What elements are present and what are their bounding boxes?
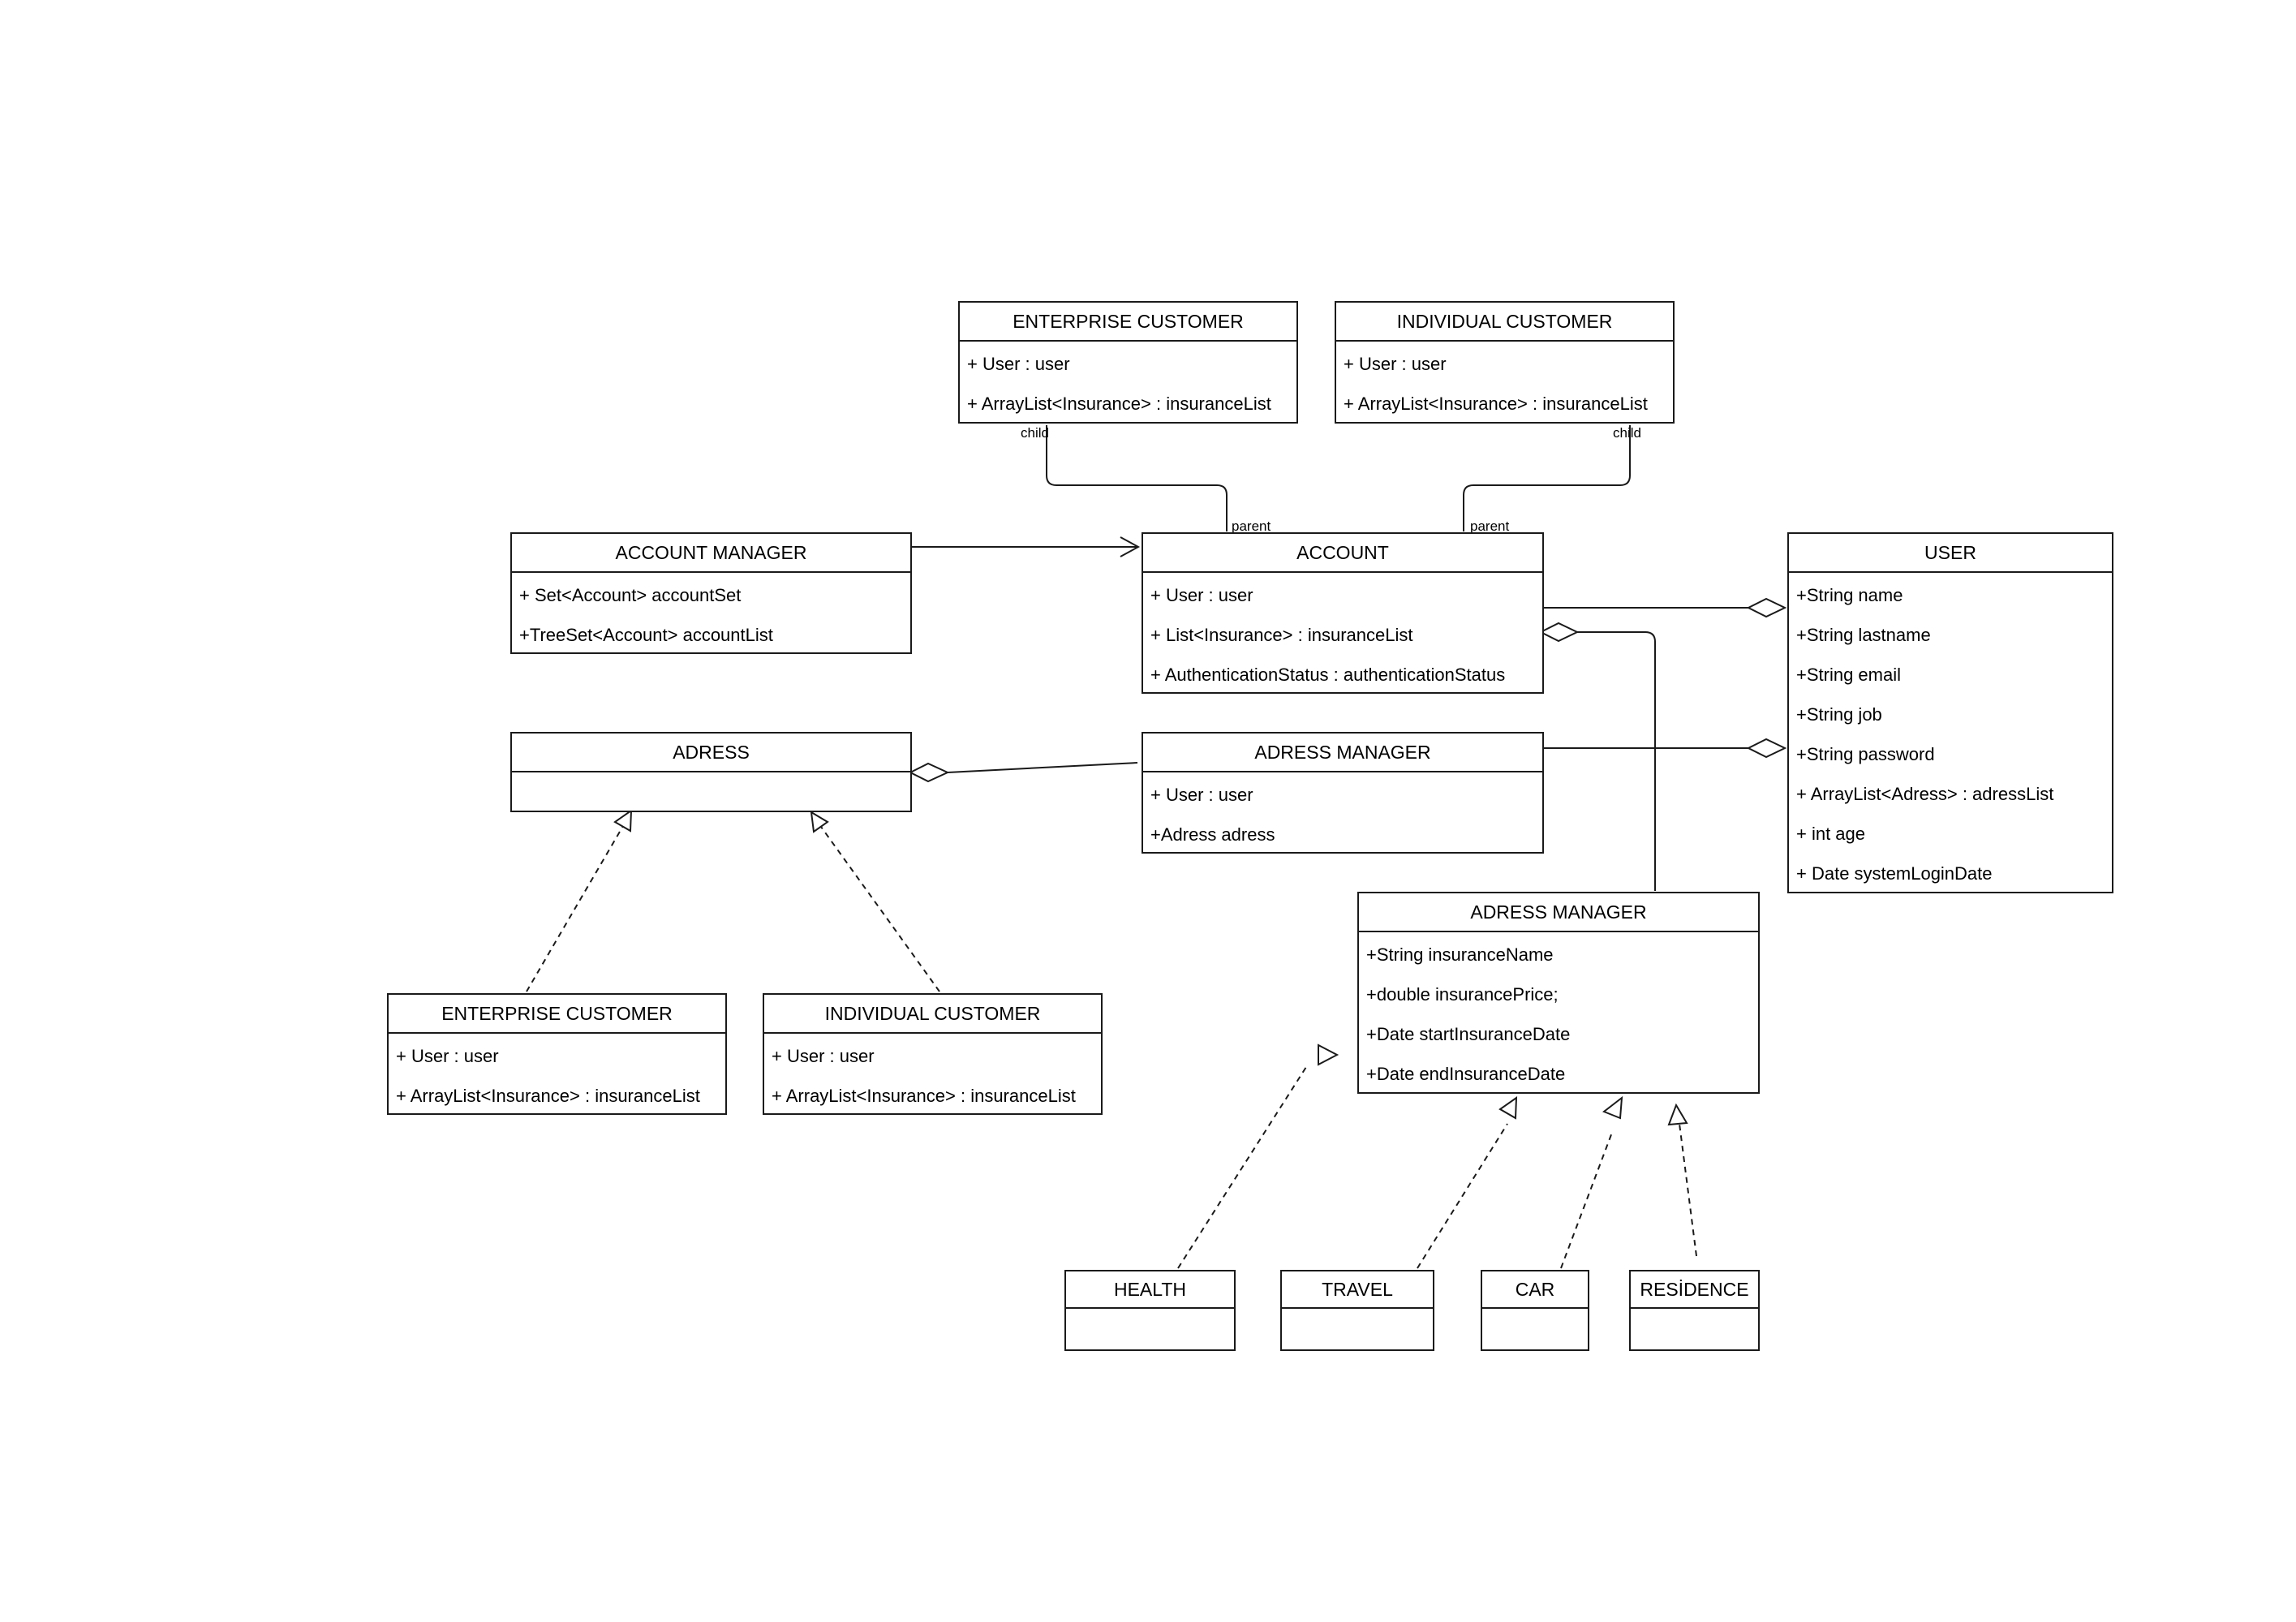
attribute: + List<Insurance> : insuranceList	[1150, 625, 1413, 645]
role-label-child: child	[1613, 425, 1641, 441]
class-residence[interactable]: RESİDENCE	[1629, 1270, 1760, 1351]
attribute: +String insuranceName	[1366, 944, 1554, 965]
attribute: + User : user	[1150, 785, 1253, 805]
role-label-child: child	[1021, 425, 1049, 441]
attribute: + ArrayList<Insurance> : insuranceList	[1344, 394, 1648, 414]
realization-arrowhead-travel	[1498, 1096, 1518, 1120]
attribute: + ArrayList<Insurance> : insuranceList	[772, 1086, 1076, 1106]
class-name: TRAVEL	[1282, 1271, 1433, 1309]
aggregation-line-adress-adressmanager	[947, 762, 1138, 773]
role-label-parent: parent	[1470, 518, 1510, 534]
realization-line-travel	[1417, 1123, 1508, 1269]
realization-arrowhead-health	[1318, 1043, 1339, 1066]
class-name: ADRESS	[512, 734, 910, 772]
attribute: +String password	[1796, 744, 1935, 764]
aggregation-diamond-user-account	[1746, 597, 1787, 618]
class-adress-manager[interactable]: ADRESS MANAGER + User : user +Adress adr…	[1142, 732, 1544, 854]
aggregation-diamond-adress	[908, 762, 950, 783]
realization-line-residence	[1679, 1123, 1697, 1257]
aggregation-line-account-insurance	[1577, 631, 1656, 891]
realization-arrowhead-car	[1602, 1095, 1623, 1120]
attribute: + User : user	[1344, 354, 1447, 374]
class-enterprise-customer[interactable]: ENTERPRISE CUSTOMER + User : user + Arra…	[958, 301, 1298, 424]
realization-line-health	[1177, 1066, 1307, 1269]
attribute: + int age	[1796, 824, 1866, 844]
realization-arrowhead-individual-adress	[810, 811, 829, 833]
aggregation-diamond-account-insurance	[1538, 622, 1580, 643]
class-individual-customer[interactable]: INDIVIDUAL CUSTOMER + User : user + Arra…	[763, 993, 1103, 1115]
attribute: + ArrayList<Adress> : adressList	[1796, 784, 2054, 804]
attribute: +String email	[1796, 665, 1902, 685]
class-name: ADRESS MANAGER	[1359, 893, 1758, 932]
class-name: RESİDENCE	[1631, 1271, 1758, 1309]
attribute: +TreeSet<Account> accountList	[519, 625, 773, 645]
attribute: +Date endInsuranceDate	[1366, 1064, 1566, 1084]
class-insurance-adress-manager[interactable]: ADRESS MANAGER +String insuranceName +do…	[1357, 892, 1760, 1094]
attribute: +String lastname	[1796, 625, 1931, 645]
class-travel[interactable]: TRAVEL	[1280, 1270, 1434, 1351]
inheritance-line-enterprise-account	[1046, 425, 1228, 531]
attribute: + Date systemLoginDate	[1796, 863, 1993, 884]
class-account[interactable]: ACCOUNT + User : user + List<Insurance> …	[1142, 532, 1544, 694]
attribute: + Set<Account> accountSet	[519, 585, 742, 605]
attribute: +String job	[1796, 704, 1882, 725]
class-user[interactable]: USER +String name +String lastname +Stri…	[1787, 532, 2113, 893]
attribute: + ArrayList<Insurance> : insuranceList	[396, 1086, 700, 1106]
attribute: +double insurancePrice;	[1366, 984, 1559, 1005]
class-car[interactable]: CAR	[1481, 1270, 1589, 1351]
class-name: INDIVIDUAL CUSTOMER	[1336, 303, 1673, 342]
class-name: CAR	[1482, 1271, 1588, 1309]
attribute: +String name	[1796, 585, 1903, 605]
class-name: USER	[1789, 534, 2112, 573]
realization-arrowhead-residence	[1667, 1103, 1688, 1126]
association-arrowhead	[1120, 536, 1141, 557]
class-name: INDIVIDUAL CUSTOMER	[764, 995, 1101, 1034]
realization-arrowhead-enterprise-adress	[613, 809, 633, 833]
class-name: ACCOUNT MANAGER	[512, 534, 910, 573]
class-health[interactable]: HEALTH	[1064, 1270, 1236, 1351]
attribute: + User : user	[1150, 585, 1253, 605]
attribute: +Adress adress	[1150, 824, 1275, 845]
attribute: + User : user	[396, 1046, 499, 1066]
attribute: + AuthenticationStatus : authenticationS…	[1150, 665, 1506, 685]
realization-line-individual-adress	[820, 826, 940, 992]
class-name: ENTERPRISE CUSTOMER	[960, 303, 1296, 342]
class-account-manager[interactable]: ACCOUNT MANAGER + Set<Account> accountSe…	[510, 532, 912, 654]
role-label-parent: parent	[1232, 518, 1271, 534]
attribute: + User : user	[772, 1046, 875, 1066]
realization-line-enterprise-adress	[526, 825, 624, 992]
class-enterprise-customer[interactable]: ENTERPRISE CUSTOMER + User : user + Arra…	[387, 993, 727, 1115]
class-individual-customer[interactable]: INDIVIDUAL CUSTOMER + User : user + Arra…	[1335, 301, 1675, 424]
attribute: + User : user	[967, 354, 1070, 374]
realization-line-car	[1560, 1129, 1614, 1269]
attribute: + ArrayList<Insurance> : insuranceList	[967, 394, 1271, 414]
class-adress[interactable]: ADRESS	[510, 732, 912, 812]
class-name: ACCOUNT	[1143, 534, 1542, 573]
class-name: HEALTH	[1066, 1271, 1234, 1309]
inheritance-line-individual-account	[1463, 425, 1631, 531]
class-name: ENTERPRISE CUSTOMER	[389, 995, 725, 1034]
class-name: ADRESS MANAGER	[1143, 734, 1542, 772]
attribute: +Date startInsuranceDate	[1366, 1024, 1571, 1044]
aggregation-diamond-user-adressmanager	[1746, 738, 1787, 759]
